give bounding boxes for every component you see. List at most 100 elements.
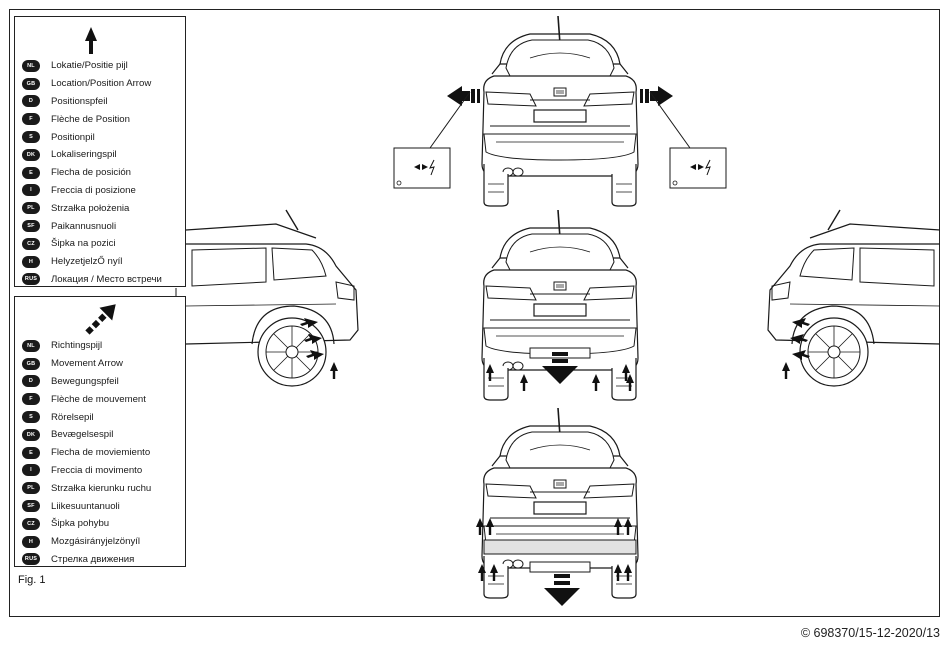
car-rear-view-bottom bbox=[481, 407, 639, 599]
language-badge: SF bbox=[22, 220, 40, 233]
language-badge: NL bbox=[22, 339, 40, 352]
language-badge: PL bbox=[22, 202, 40, 215]
legend-text: Bewegungspfeil bbox=[51, 375, 119, 387]
legend-item: PL Strzałka położenia bbox=[22, 199, 162, 217]
figure-frame bbox=[9, 9, 940, 617]
language-badge: E bbox=[22, 166, 40, 179]
legend-item: E Flecha de posición bbox=[22, 164, 162, 182]
legend-item: PL Strzałka kierunku ruchu bbox=[22, 479, 151, 497]
legend-text: Freccia di movimento bbox=[51, 464, 143, 476]
legend-position-arrow: NL Lokatie/Positie pijl GB Location/Positi… bbox=[14, 16, 186, 287]
legend-text: Šipka pohybu bbox=[51, 518, 110, 530]
legend-item: S Positionpil bbox=[22, 128, 162, 146]
legend-text: Lokaliseringspil bbox=[51, 149, 117, 161]
black-up-arrow-icon bbox=[85, 27, 97, 54]
legend-text: Movement Arrow bbox=[51, 358, 123, 370]
legend-position-list: NL Lokatie/Positie pijl GB Location/Positi… bbox=[22, 57, 162, 288]
car-rear-view-top bbox=[481, 15, 639, 207]
legend-text: Strzałka kierunku ruchu bbox=[51, 482, 152, 494]
legend-text: Positionspfeil bbox=[51, 95, 108, 107]
figure-label: Fig. 1 bbox=[18, 574, 46, 586]
language-badge: GB bbox=[22, 77, 40, 90]
legend-item: DK Lokaliseringspil bbox=[22, 146, 162, 164]
legend-item: I Freccia di movimento bbox=[22, 462, 151, 480]
side-light-arrows bbox=[447, 86, 673, 106]
legend-text: Freccia di posizione bbox=[51, 184, 136, 196]
legend-item: GB Location/Position Arrow bbox=[22, 75, 162, 93]
legend-text: Mozgásirányjelzönyíl bbox=[51, 536, 141, 548]
legend-text: Positionpil bbox=[51, 131, 95, 143]
language-badge: S bbox=[22, 411, 40, 424]
car-side-view-right bbox=[767, 209, 941, 387]
language-badge: H bbox=[22, 255, 40, 268]
language-badge: NL bbox=[22, 59, 40, 72]
language-badge: S bbox=[22, 131, 40, 144]
legend-text: Flèche de mouvement bbox=[51, 393, 146, 405]
legend-text: Rörelsepil bbox=[51, 411, 94, 423]
legend-item: D Bewegungspfeil bbox=[22, 373, 151, 391]
legend-item: NL Lokatie/Positie pijl bbox=[22, 57, 162, 75]
towbar-arrow bbox=[544, 574, 580, 606]
legend-text: Šipka na pozici bbox=[51, 238, 116, 250]
legend-item: NL Richtingspijl bbox=[22, 337, 151, 355]
legend-text: Flecha de posición bbox=[51, 167, 131, 179]
legend-text: Location/Position Arrow bbox=[51, 78, 152, 90]
legend-item: F Flèche de Position bbox=[22, 110, 162, 128]
language-badge: H bbox=[22, 535, 40, 548]
legend-item: H Mozgásirányjelzönyíl bbox=[22, 533, 151, 551]
legend-item: I Freccia di posizione bbox=[22, 182, 162, 200]
language-badge: E bbox=[22, 446, 40, 459]
legend-text: Liikesuuntanuoli bbox=[51, 500, 120, 512]
legend-movement-arrow: NL Richtingspijl GB Movement Arrow D Bewegu… bbox=[14, 296, 186, 567]
dashed-diagonal-arrow-icon bbox=[85, 304, 116, 335]
language-badge: D bbox=[22, 375, 40, 388]
light-connector-icon bbox=[690, 159, 711, 176]
language-badge: SF bbox=[22, 500, 40, 513]
language-badge: PL bbox=[22, 482, 40, 495]
legend-item: CZ Šipka pohybu bbox=[22, 515, 151, 533]
legend-item: CZ Šipka na pozici bbox=[22, 235, 162, 253]
legend-item: D Positionspfeil bbox=[22, 93, 162, 111]
legend-item: DK Bevægelsespil bbox=[22, 426, 151, 444]
language-badge: RUS bbox=[22, 273, 40, 286]
legend-movement-list: NL Richtingspijl GB Movement Arrow D Bewegu… bbox=[22, 337, 151, 568]
language-badge: DK bbox=[22, 148, 40, 161]
copyright-text: © 698370/15-12-2020/13 bbox=[800, 626, 940, 640]
car-side-view-left bbox=[185, 209, 359, 387]
legend-item: F Flèche de mouvement bbox=[22, 390, 151, 408]
language-badge: I bbox=[22, 464, 40, 477]
language-badge: D bbox=[22, 95, 40, 108]
language-badge: RUS bbox=[22, 553, 40, 566]
language-badge: F bbox=[22, 113, 40, 126]
language-badge: GB bbox=[22, 357, 40, 370]
legend-text: Bevægelsespil bbox=[51, 429, 114, 441]
language-badge: DK bbox=[22, 428, 40, 441]
legend-text: Flecha de moviemiento bbox=[51, 447, 151, 459]
legend-item: GB Movement Arrow bbox=[22, 355, 151, 373]
legend-text: Flèche de Position bbox=[51, 113, 130, 125]
legend-text: Локация / Место встречи bbox=[51, 273, 162, 285]
legend-text: Paikannusnuoli bbox=[51, 220, 117, 232]
legend-text: HelyzetjelzŐ nyíl bbox=[51, 256, 123, 268]
callout-right bbox=[649, 91, 727, 189]
legend-item: RUS Стрелка движения bbox=[22, 551, 151, 569]
language-badge: CZ bbox=[22, 517, 40, 530]
legend-text: Strzałka położenia bbox=[51, 202, 130, 214]
legend-item: E Flecha de moviemiento bbox=[22, 444, 151, 462]
legend-item: SF Paikannusnuoli bbox=[22, 217, 162, 235]
language-badge: F bbox=[22, 393, 40, 406]
legend-item: S Rörelsepil bbox=[22, 408, 151, 426]
legend-item: H HelyzetjelzŐ nyíl bbox=[22, 253, 162, 271]
legend-item: SF Liikesuuntanuoli bbox=[22, 497, 151, 515]
position-arrows-left bbox=[300, 318, 338, 379]
callout-left bbox=[393, 91, 471, 189]
legend-text: Lokatie/Positie pijl bbox=[51, 60, 128, 72]
light-connector-icon bbox=[414, 159, 435, 176]
legend-text: Стрелка движения bbox=[51, 553, 135, 565]
legend-item: RUS Локация / Место встречи bbox=[22, 271, 162, 289]
position-arrows-right bbox=[782, 318, 810, 379]
language-badge: I bbox=[22, 184, 40, 197]
legend-text: Richtingspijl bbox=[51, 340, 103, 352]
language-badge: CZ bbox=[22, 237, 40, 250]
